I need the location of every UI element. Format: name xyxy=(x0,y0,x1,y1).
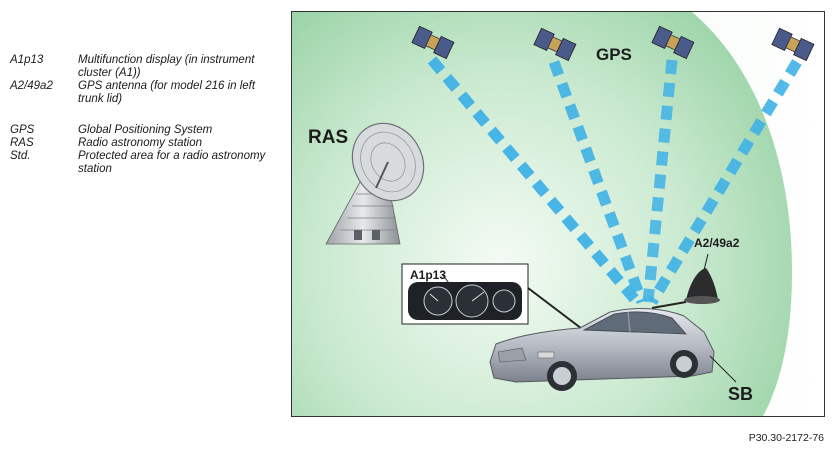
legend-code: A2/49a2 xyxy=(10,80,53,92)
ras-label: RAS xyxy=(308,127,349,148)
satellite-icon xyxy=(533,27,577,62)
gps-beam-1 xyxy=(427,56,642,306)
legend-item-a2-49a2: A2/49a2 GPS antenna (for model 216 in le… xyxy=(10,80,280,106)
legend-desc: Multifunction display (in instrument clu… xyxy=(78,54,255,79)
legend: A1p13 Multifunction display (in instrume… xyxy=(10,54,280,176)
satellite-icon xyxy=(411,25,455,60)
figure-reference: P30.30-2172-76 xyxy=(748,432,824,444)
instrument-cluster-icon xyxy=(401,263,529,325)
satellite-icon xyxy=(651,25,695,60)
legend-code: GPS xyxy=(10,124,35,136)
legend-desc: Protected area for a radio astronomy sta… xyxy=(78,150,266,175)
legend-code: RAS xyxy=(10,137,34,149)
gps-beams xyxy=(427,56,802,306)
display-label: A1p13 xyxy=(410,268,447,282)
legend-item-a1p13: A1p13 Multifunction display (in instrume… xyxy=(10,54,280,80)
legend-item-ras: RAS Radio astronomy station xyxy=(10,137,280,150)
legend-gap xyxy=(10,106,280,124)
legend-item-gps: GPS Global Positioning System xyxy=(10,124,280,137)
antenna-leader-line xyxy=(651,301,687,309)
legend-code: Std. xyxy=(10,150,31,162)
satellite-icon xyxy=(771,27,815,62)
legend-item-std: Std. Protected area for a radio astronom… xyxy=(10,150,280,176)
gps-beam-3 xyxy=(642,59,678,303)
legend-code: A1p13 xyxy=(10,54,44,66)
antenna-icon xyxy=(684,253,720,304)
gps-beam-4 xyxy=(647,59,802,305)
gps-beam-2 xyxy=(548,60,648,304)
radio-dish-icon xyxy=(325,122,425,245)
diagram-svg xyxy=(292,12,824,416)
gps-label: GPS xyxy=(596,45,632,64)
legend-desc: Radio astronomy station xyxy=(78,137,203,149)
antenna-label: A2/49a2 xyxy=(694,236,740,250)
car-icon xyxy=(489,308,715,391)
legend-desc: Global Positioning System xyxy=(78,124,213,136)
sb-leader-line xyxy=(709,355,737,383)
legend-desc: GPS antenna (for model 216 in left trunk… xyxy=(78,80,256,105)
gps-ras-diagram: GPS RAS SB A2/49a2 A1p13 xyxy=(291,11,825,417)
sb-label: SB xyxy=(728,384,754,404)
